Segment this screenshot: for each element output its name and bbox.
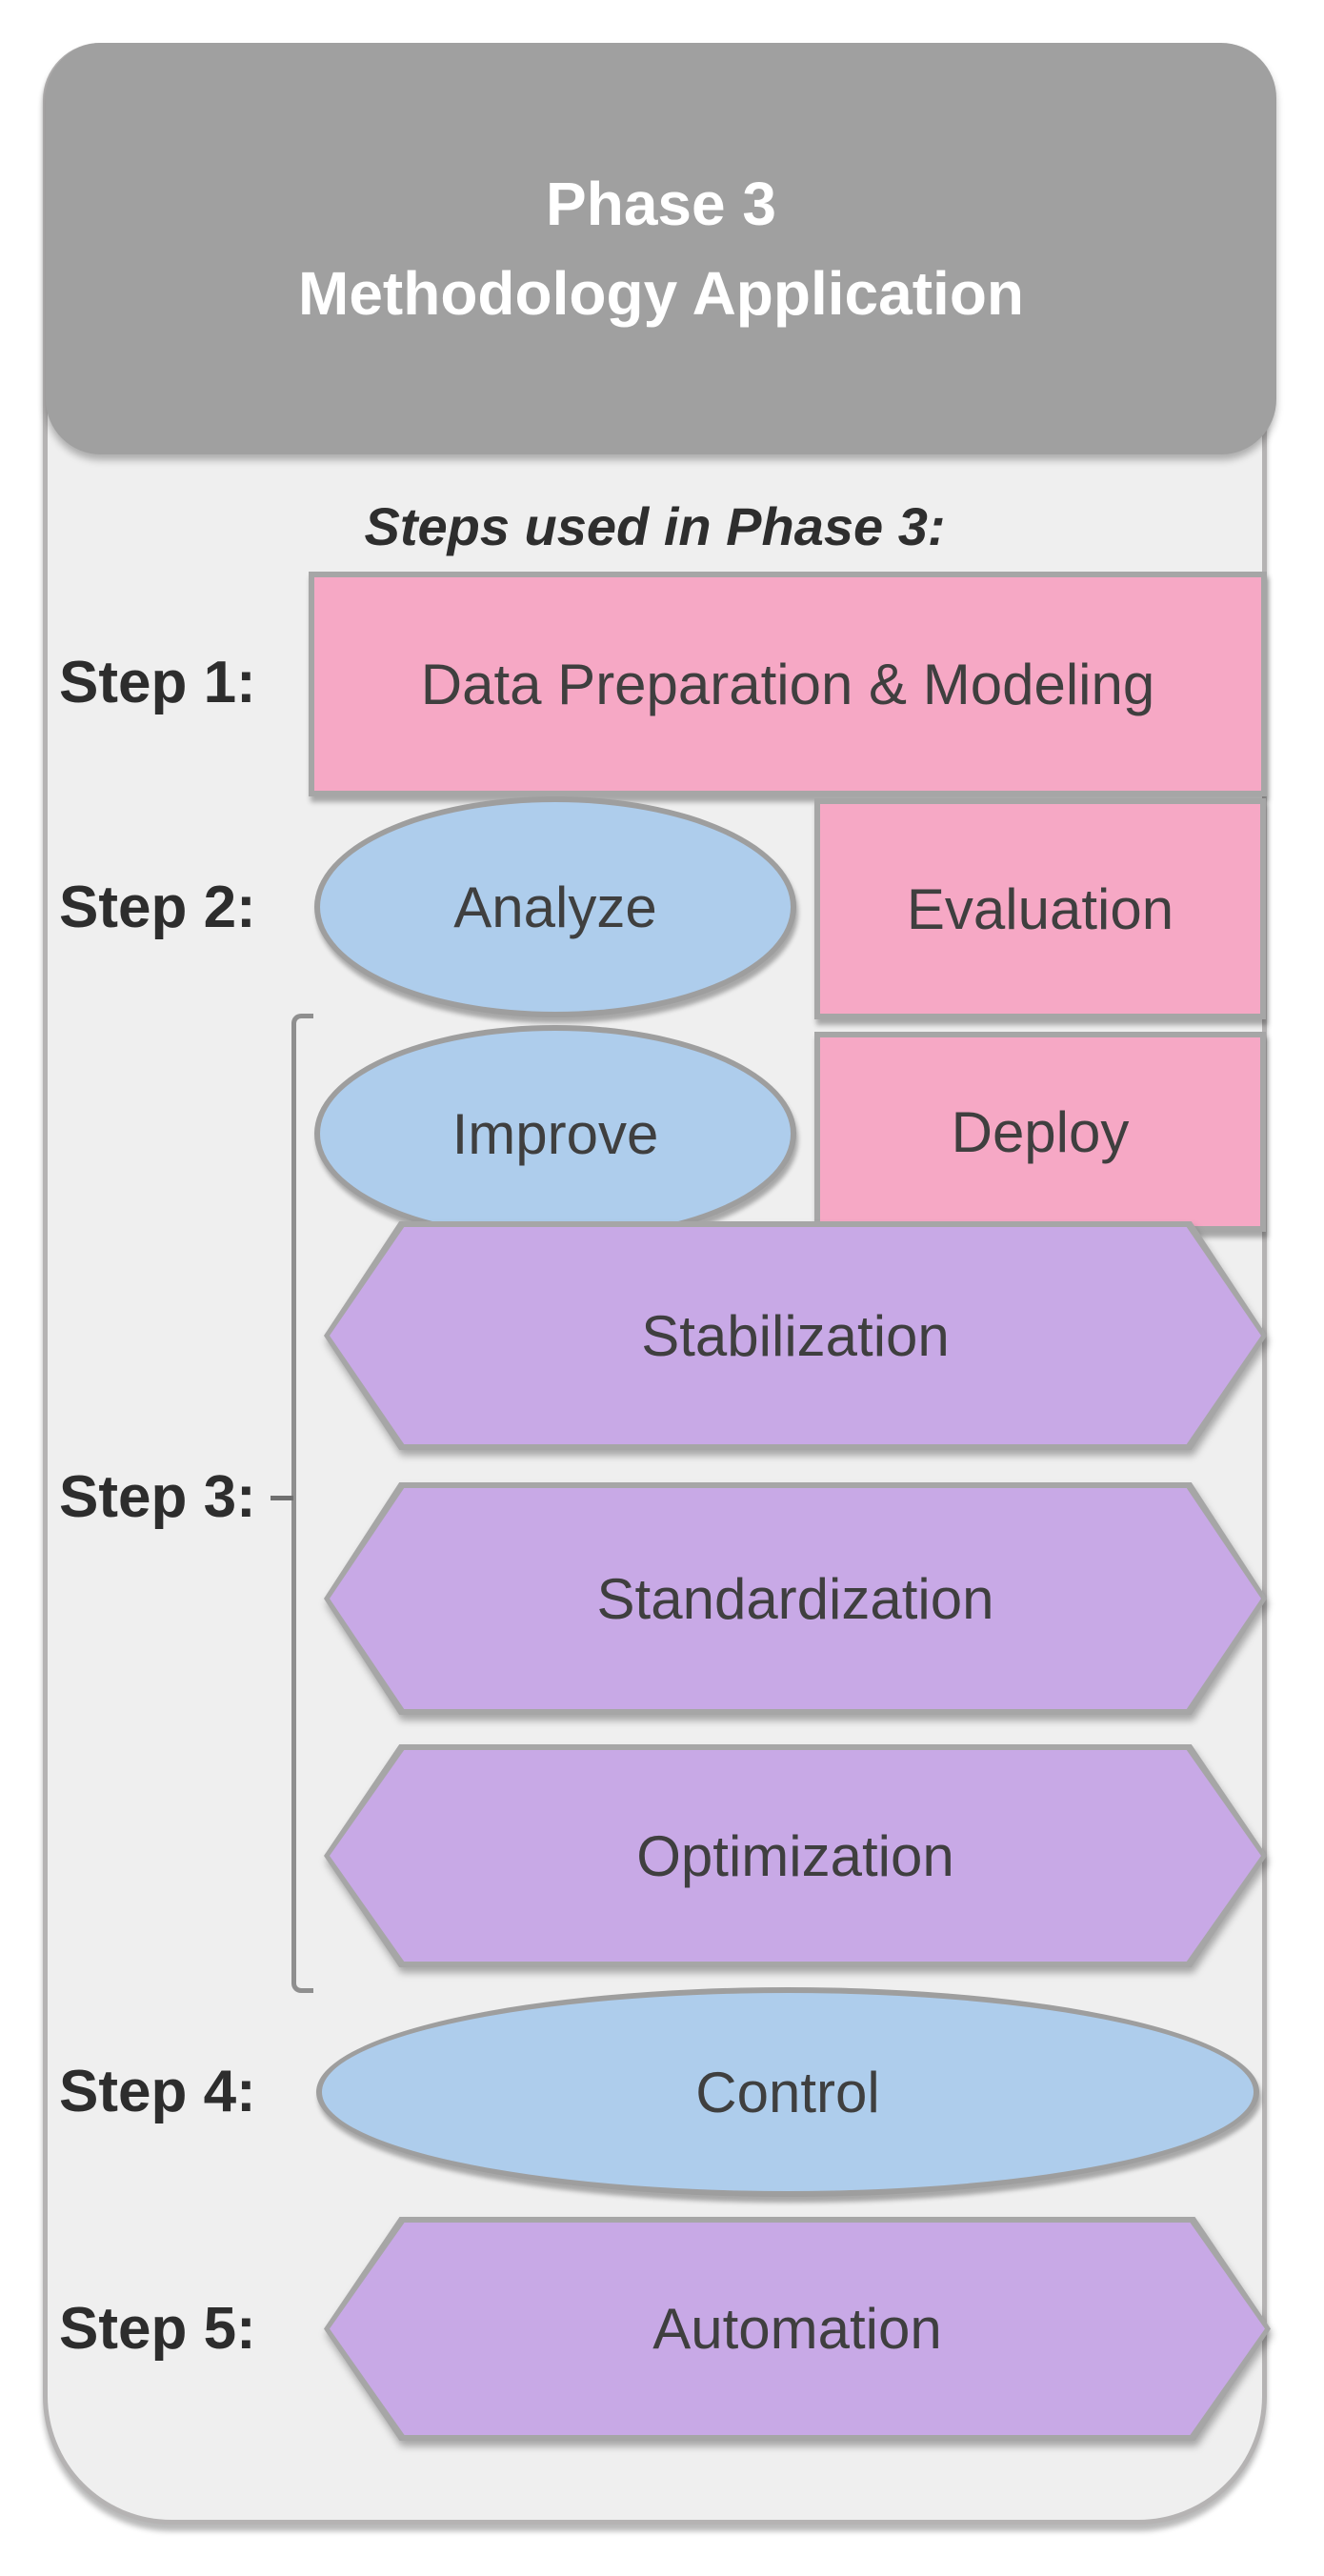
diagram-subtitle: Steps used in Phase 3: (364, 496, 946, 556)
step4-label: Step 4: (59, 2059, 256, 2124)
step5-label: Step 5: (59, 2296, 256, 2362)
stabilization-text: Stabilization (641, 1303, 950, 1368)
optimization-hexagon: Optimization (324, 1744, 1267, 1967)
analyze-text: Analyze (453, 875, 657, 939)
stabilization-hexagon: Stabilization (324, 1221, 1267, 1450)
evaluation-box: Evaluation (814, 798, 1266, 1019)
header-title-line2: Methodology Application (298, 259, 1024, 328)
step2-label: Step 2: (59, 875, 256, 940)
stabilization-hexagon-fill: Stabilization (330, 1227, 1261, 1444)
optimization-hexagon-fill: Optimization (330, 1750, 1261, 1962)
automation-text: Automation (652, 2297, 942, 2361)
improve-text: Improve (451, 1101, 659, 1166)
standardization-text: Standardization (596, 1566, 994, 1631)
optimization-text: Optimization (636, 1823, 954, 1888)
control-text: Control (695, 2060, 880, 2124)
automation-hexagon-fill: Automation (330, 2223, 1265, 2435)
evaluation-text: Evaluation (906, 876, 1174, 941)
control-ellipse: Control (316, 1987, 1259, 2197)
step3-bracket-tick (271, 1496, 293, 1500)
analyze-ellipse: Analyze (314, 796, 796, 1017)
data-preparation-modeling-box: Data Preparation & Modeling (309, 572, 1267, 796)
step3-bracket (291, 1014, 313, 1993)
diagram-header: Phase 3 Methodology Application (46, 43, 1276, 454)
step3-label: Step 3: (59, 1464, 256, 1530)
deploy-box: Deploy (814, 1032, 1266, 1232)
standardization-hexagon: Standardization (324, 1482, 1267, 1715)
automation-hexagon: Automation (324, 2217, 1271, 2441)
improve-ellipse: Improve (314, 1025, 796, 1242)
standardization-hexagon-fill: Standardization (330, 1488, 1261, 1709)
step1-label: Step 1: (59, 650, 256, 715)
header-title-line1: Phase 3 (546, 170, 776, 238)
data-preparation-modeling-text: Data Preparation & Modeling (420, 652, 1155, 716)
deploy-text: Deploy (951, 1099, 1130, 1164)
